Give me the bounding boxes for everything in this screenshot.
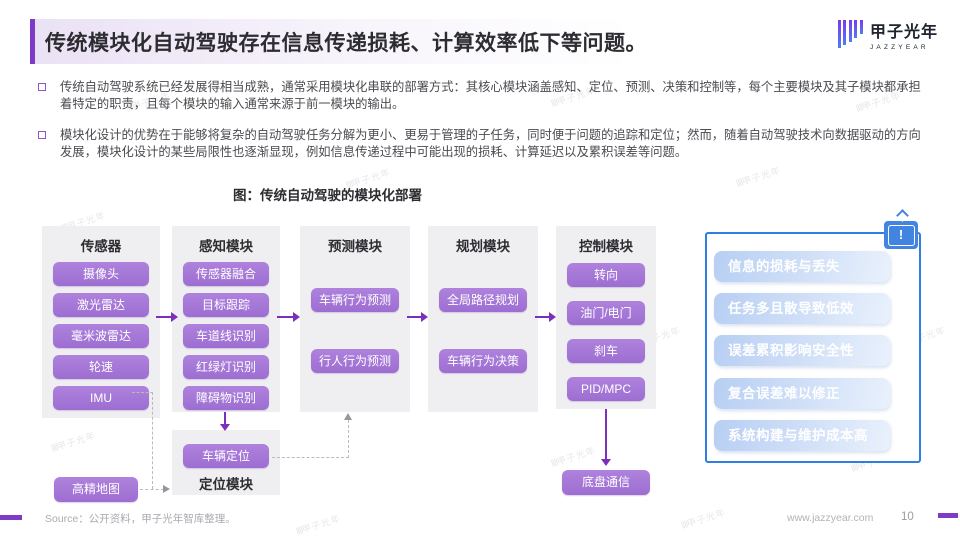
column-prediction: 预测模块 车辆行为预测 行人行为预测 xyxy=(300,226,410,412)
issue-item: 信息的损耗与丢失 xyxy=(714,251,890,282)
node-vehicle-localization: 车辆定位 xyxy=(183,444,269,468)
slide-header: 传统模块化自动驾驶存在信息传递损耗、计算效率低下等问题。 xyxy=(30,19,736,64)
column-perception: 感知模块 传感器融合 目标跟踪 车道线识别 红绿灯识别 障碍物识别 xyxy=(172,226,280,412)
page-title: 传统模块化自动驾驶存在信息传递损耗、计算效率低下等问题。 xyxy=(45,31,647,55)
node-imu: IMU xyxy=(53,386,149,410)
dashed-localization-up xyxy=(348,420,349,458)
arrow-sensors-to-perception xyxy=(156,312,178,322)
column-sensors: 传感器 摄像头 激光雷达 毫米波雷达 轮速 IMU xyxy=(42,226,160,418)
website-link[interactable]: www.jazzyear.com xyxy=(787,512,874,524)
logo-name: 甲子光年 xyxy=(869,24,938,41)
arrow-perception-to-prediction xyxy=(277,312,300,322)
node-object-tracking: 目标跟踪 xyxy=(183,293,269,317)
warning-caret-icon xyxy=(895,209,909,222)
node-throttle: 油门/电门 xyxy=(567,301,645,325)
column-title: 控制模块 xyxy=(579,239,633,254)
bullet-text: 传统自动驾驶系统已经发展得相当成熟，通常采用模块化串联的部署方式：其核心模块涵盖… xyxy=(60,80,921,112)
localization-module-title: 定位模块 xyxy=(199,477,253,492)
footer-accent-left xyxy=(0,515,22,520)
node-brake: 刹车 xyxy=(567,339,645,363)
watermark: 甲子光年 xyxy=(679,505,727,532)
node-vehicle-behavior-prediction: 车辆行为预测 xyxy=(311,288,399,312)
node-steering: 转向 xyxy=(567,263,645,287)
watermark: 甲子光年 xyxy=(294,511,342,538)
bullet-item: 传统自动驾驶系统已经发展得相当成熟，通常采用模块化串联的部署方式：其核心模块涵盖… xyxy=(38,79,930,114)
watermark: 甲子光年 xyxy=(549,443,597,470)
node-pid-mpc: PID/MPC xyxy=(567,377,645,401)
issue-item: 复合误差难以修正 xyxy=(714,378,890,409)
node-lane-recognition: 车道线识别 xyxy=(183,324,269,348)
node-sensor-fusion: 传感器融合 xyxy=(183,262,269,286)
node-obstacle-recognition: 障碍物识别 xyxy=(183,386,269,410)
node-camera: 摄像头 xyxy=(53,262,149,286)
arrow-prediction-to-planning xyxy=(407,312,428,322)
node-traffic-light-recognition: 红绿灯识别 xyxy=(183,355,269,379)
jazzyear-logo: 甲子光年 JAZZYEAR xyxy=(837,18,938,51)
source-note: Source：公开资料，甲子光年智库整理。 xyxy=(45,513,236,525)
node-hd-map: 高精地图 xyxy=(54,477,138,502)
bullet-text: 模块化设计的优势在于能够将复杂的自动驾驶任务分解为更小、更易于管理的子任务，同时… xyxy=(60,127,921,160)
node-vehicle-behavior-decision: 车辆行为决策 xyxy=(439,349,527,373)
column-title: 预测模块 xyxy=(328,239,382,254)
column-planning: 规划模块 全局路径规划 车辆行为决策 xyxy=(428,226,538,412)
arrow-control-to-chassis xyxy=(601,409,611,466)
dashed-imu-down xyxy=(152,392,153,489)
issue-item: 误差累积影响安全性 xyxy=(714,335,890,366)
dashed-hdmap-to-localization xyxy=(140,489,164,490)
dashed-arrowhead-up xyxy=(344,413,352,420)
footer-accent-right xyxy=(938,513,958,518)
issues-panel: 信息的损耗与丢失 任务多且散导致低效 误差累积影响安全性 复合误差难以修正 系统… xyxy=(705,232,921,463)
node-wheel-speed: 轮速 xyxy=(53,355,149,379)
node-global-path-planning: 全局路径规划 xyxy=(439,288,527,312)
bullet-item: 模块化设计的优势在于能够将复杂的自动驾驶任务分解为更小、更易于管理的子任务，同时… xyxy=(38,127,930,162)
bullet-square-icon xyxy=(38,130,46,139)
bullet-list: 传统自动驾驶系统已经发展得相当成熟，通常采用模块化串联的部署方式：其核心模块涵盖… xyxy=(38,79,930,175)
localization-module-box: 车辆定位 定位模块 xyxy=(172,430,280,495)
arrow-perception-to-localization xyxy=(220,412,230,431)
header-accent-bar xyxy=(30,19,35,64)
logo-subtitle: JAZZYEAR xyxy=(869,44,929,51)
issue-item: 系统构建与维护成本高 xyxy=(714,420,890,451)
arrow-planning-to-control xyxy=(535,312,556,322)
diagram-caption: 图：传统自动驾驶的模块化部署 xyxy=(233,188,422,203)
dashed-imu-out xyxy=(132,392,153,393)
column-title: 规划模块 xyxy=(456,239,510,254)
dashed-arrowhead-right xyxy=(163,485,170,493)
issue-item: 任务多且散导致低效 xyxy=(714,293,890,324)
watermark: 甲子光年 xyxy=(49,428,97,455)
node-lidar: 激光雷达 xyxy=(53,293,149,317)
bullet-square-icon xyxy=(38,83,46,91)
node-pedestrian-behavior-prediction: 行人行为预测 xyxy=(311,349,399,373)
node-mmwave-radar: 毫米波雷达 xyxy=(53,324,149,348)
column-title: 传感器 xyxy=(80,239,122,254)
logo-bars-icon xyxy=(837,18,863,48)
page-number: 10 xyxy=(901,511,914,523)
column-control: 控制模块 转向 油门/电门 刹车 PID/MPC xyxy=(556,226,656,409)
column-title: 感知模块 xyxy=(199,239,253,254)
exclamation-icon: ! xyxy=(887,224,915,246)
warning-icon: ! xyxy=(884,209,920,249)
dashed-localization-out xyxy=(272,457,349,458)
node-chassis-communication: 底盘通信 xyxy=(562,470,650,495)
